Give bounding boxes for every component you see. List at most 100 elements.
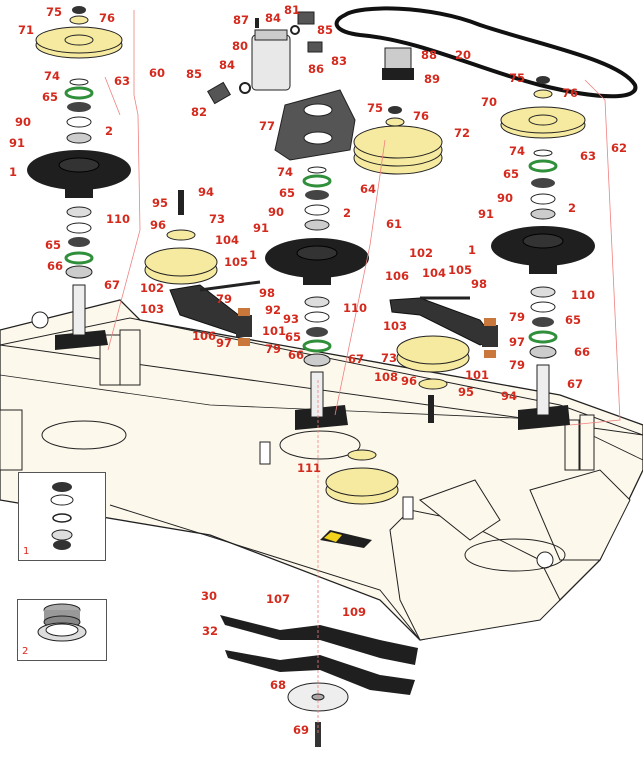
callout-96: 96: [150, 218, 167, 232]
callout-110: 110: [571, 288, 596, 302]
callout-74: 74: [44, 69, 61, 83]
callout-102: 102: [140, 281, 165, 295]
callout-67: 67: [348, 352, 365, 366]
callout-110: 110: [343, 301, 368, 315]
callout-75: 75: [509, 71, 526, 85]
callout-92: 92: [265, 303, 282, 317]
callout-104: 104: [215, 233, 240, 247]
callout-97: 97: [216, 336, 233, 350]
callout-86: 86: [308, 62, 325, 76]
inset-bearing-kit: 1: [18, 472, 106, 561]
callout-85: 85: [186, 67, 203, 81]
callout-106: 106: [192, 329, 217, 343]
callout-88: 88: [421, 48, 438, 62]
callout-80: 80: [232, 39, 249, 53]
callout-79: 79: [265, 342, 282, 356]
callout-94: 94: [198, 185, 215, 199]
callout-95: 95: [152, 196, 169, 210]
inset-bearing-cup: 2: [17, 599, 107, 661]
inset-label-2: 2: [22, 646, 29, 657]
callout-2: 2: [343, 206, 352, 220]
callout-91: 91: [478, 207, 495, 221]
callout-76: 76: [99, 11, 116, 25]
callout-107: 107: [266, 592, 291, 606]
callout-85: 85: [317, 23, 334, 37]
callout-102: 102: [409, 246, 434, 260]
callout-65: 65: [503, 167, 520, 181]
callout-70: 70: [481, 95, 498, 109]
callout-62: 62: [611, 141, 628, 155]
callout-81: 81: [284, 3, 301, 17]
callout-65: 65: [565, 313, 582, 327]
callout-76: 76: [562, 86, 579, 100]
callout-90: 90: [268, 205, 285, 219]
callout-79: 79: [216, 292, 233, 306]
callout-98: 98: [471, 277, 488, 291]
blades: [220, 615, 418, 747]
callout-79: 79: [509, 358, 526, 372]
callout-67: 67: [567, 377, 584, 391]
callout-95: 95: [458, 385, 475, 399]
callout-66: 66: [47, 259, 64, 273]
callout-93: 93: [283, 312, 300, 326]
callout-77: 77: [259, 119, 276, 133]
callout-103: 103: [383, 319, 408, 333]
hydraulic-pump-assembly: [207, 11, 443, 175]
callout-91: 91: [253, 221, 270, 235]
callout-64: 64: [360, 182, 377, 196]
callout-61: 61: [386, 217, 403, 231]
callout-82: 82: [191, 105, 208, 119]
callout-109: 109: [342, 605, 367, 619]
callout-1: 1: [468, 243, 477, 257]
callout-84: 84: [219, 58, 236, 72]
callout-108: 108: [374, 370, 399, 384]
callout-94: 94: [501, 389, 518, 403]
callout-65: 65: [279, 186, 296, 200]
callout-79: 79: [509, 310, 526, 324]
drive-belt: [334, 6, 638, 99]
leader-lines: [104, 10, 621, 735]
callout-74: 74: [277, 165, 294, 179]
callout-63: 63: [114, 74, 131, 88]
callout-73: 73: [209, 212, 226, 226]
callout-101: 101: [262, 324, 287, 338]
callout-103: 103: [140, 302, 165, 316]
callout-96: 96: [401, 374, 418, 388]
callout-75: 75: [46, 5, 63, 19]
callout-84: 84: [265, 11, 282, 25]
callout-30: 30: [201, 589, 218, 603]
callout-104: 104: [422, 266, 447, 280]
mower-deck: [0, 299, 643, 641]
callout-60: 60: [149, 66, 166, 80]
callout-67: 67: [104, 278, 121, 292]
callout-111: 111: [297, 461, 322, 475]
callout-20: 20: [455, 48, 472, 62]
callout-73: 73: [381, 351, 398, 365]
callout-91: 91: [9, 136, 26, 150]
callout-2: 2: [568, 201, 577, 215]
callout-65: 65: [45, 238, 62, 252]
callout-105: 105: [224, 255, 249, 269]
callout-65: 65: [285, 330, 302, 344]
callout-106: 106: [385, 269, 410, 283]
bearing-cup-icon: [37, 603, 87, 642]
callout-98: 98: [259, 286, 276, 300]
left-spindle-assembly: [27, 6, 131, 336]
callout-72: 72: [454, 126, 471, 140]
callout-2: 2: [105, 124, 114, 138]
callout-63: 63: [580, 149, 597, 163]
center-spindle-assembly: [265, 166, 369, 418]
callout-66: 66: [288, 348, 305, 362]
callout-66: 66: [574, 345, 591, 359]
idler-assemblies: [144, 190, 498, 505]
callout-1: 1: [9, 165, 18, 179]
callout-32: 32: [202, 624, 219, 638]
callout-76: 76: [413, 109, 430, 123]
callout-71: 71: [18, 23, 35, 37]
callout-83: 83: [331, 54, 348, 68]
callout-65: 65: [42, 90, 59, 104]
callout-68: 68: [270, 678, 287, 692]
callout-87: 87: [233, 13, 250, 27]
